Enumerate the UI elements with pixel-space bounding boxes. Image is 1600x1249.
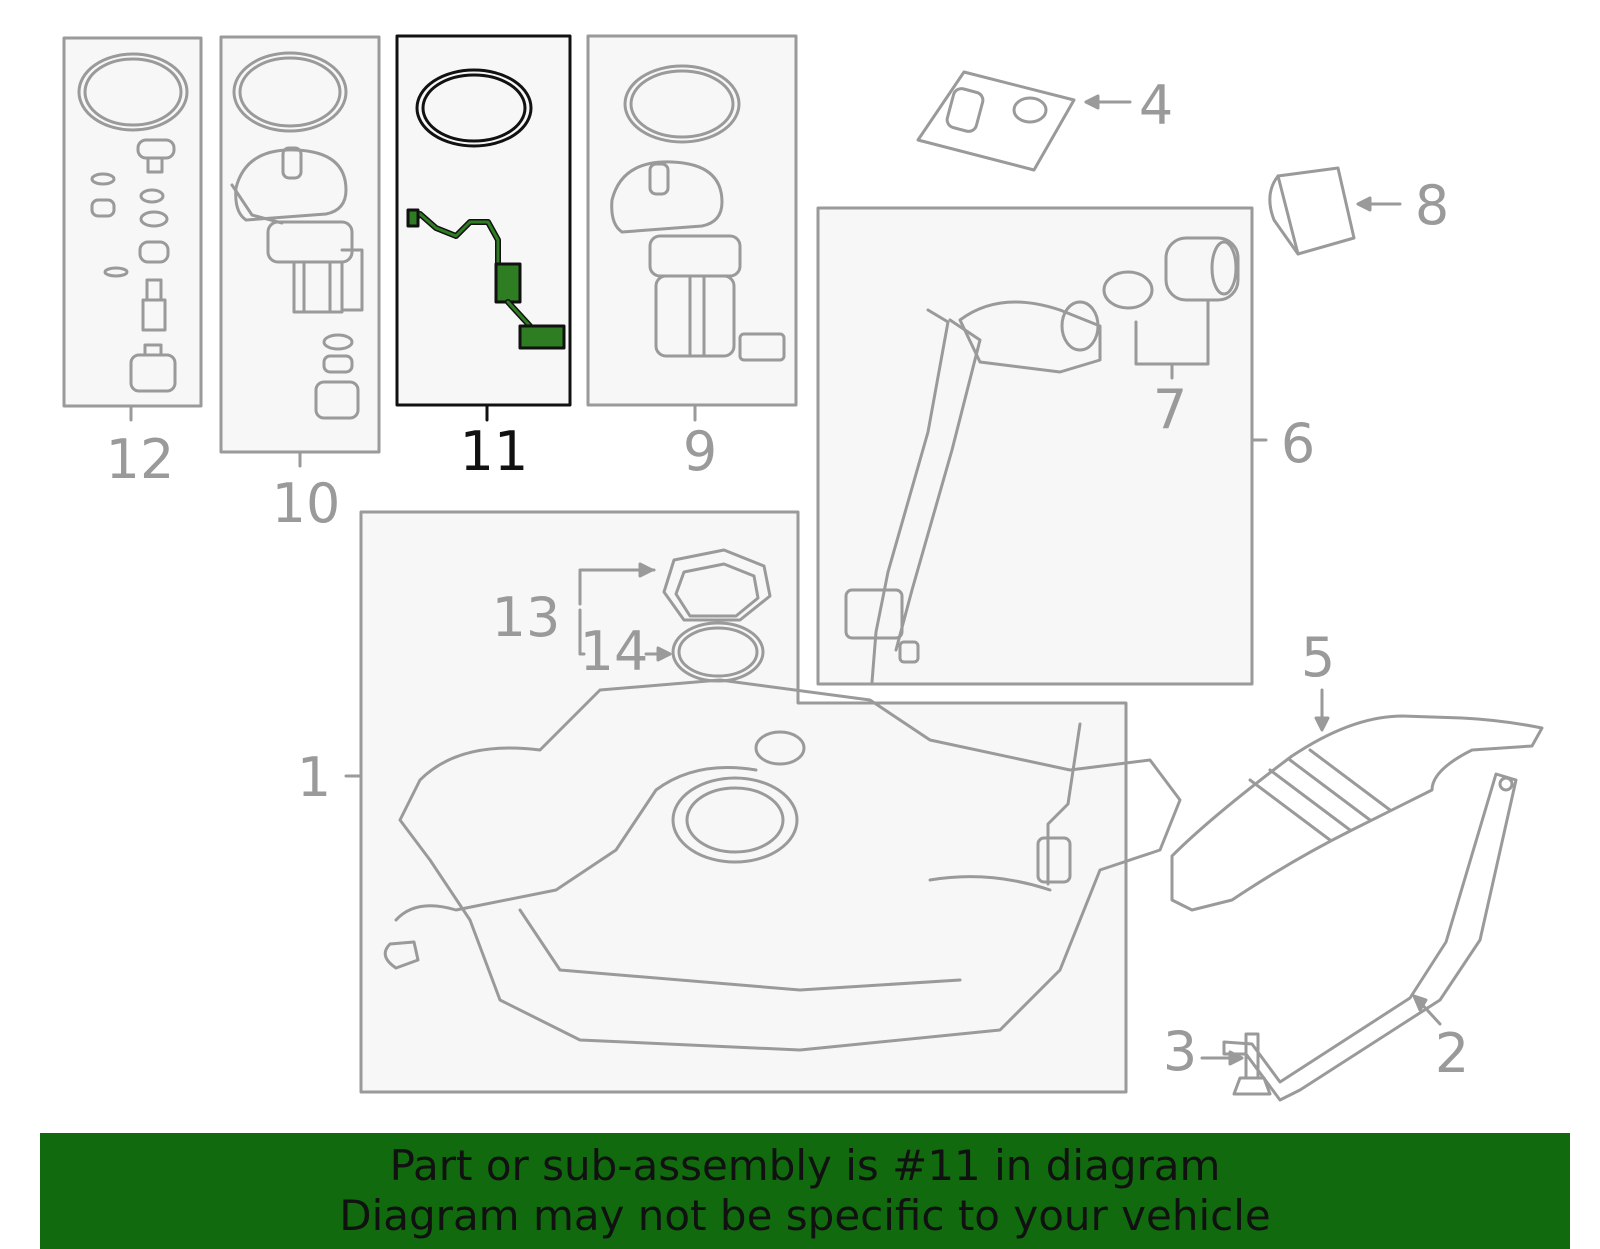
callout-1: 1 [297, 746, 331, 809]
panel-11[interactable] [395, 34, 572, 422]
part-3-bolt[interactable] [1200, 1032, 1272, 1096]
panel-10[interactable] [219, 35, 381, 468]
callout-9: 9 [683, 420, 717, 483]
part-14-gasket[interactable] [578, 608, 765, 683]
panel-6-filler-pipe[interactable] [816, 206, 1268, 686]
callout-11: 11 [460, 420, 529, 483]
callout-8: 8 [1415, 174, 1449, 237]
callout-10: 10 [272, 472, 341, 535]
part-8-cap-cover[interactable] [1268, 166, 1402, 256]
part-5-heat-shield[interactable] [1170, 688, 1544, 912]
callout-12: 12 [106, 428, 175, 491]
banner-line-1: Part or sub-assembly is #11 in diagram [389, 1141, 1221, 1190]
panel-9[interactable] [586, 34, 798, 422]
part-13-seal-plate[interactable] [578, 548, 772, 622]
callout-6: 6 [1281, 412, 1315, 475]
callout-14: 14 [580, 620, 649, 683]
panel-12[interactable] [62, 36, 203, 422]
banner-line-2: Diagram may not be specific to your vehi… [339, 1191, 1271, 1240]
callout-3: 3 [1163, 1020, 1197, 1083]
callout-2: 2 [1435, 1022, 1469, 1085]
info-banner: Part or sub-assembly is #11 in diagram D… [40, 1133, 1570, 1249]
callout-7: 7 [1153, 378, 1187, 441]
callout-5: 5 [1301, 626, 1335, 689]
callout-4: 4 [1139, 74, 1173, 137]
part-4-shield[interactable] [916, 70, 1132, 172]
callout-13: 13 [492, 586, 561, 649]
part-2-tank-strap[interactable] [1222, 772, 1518, 1102]
